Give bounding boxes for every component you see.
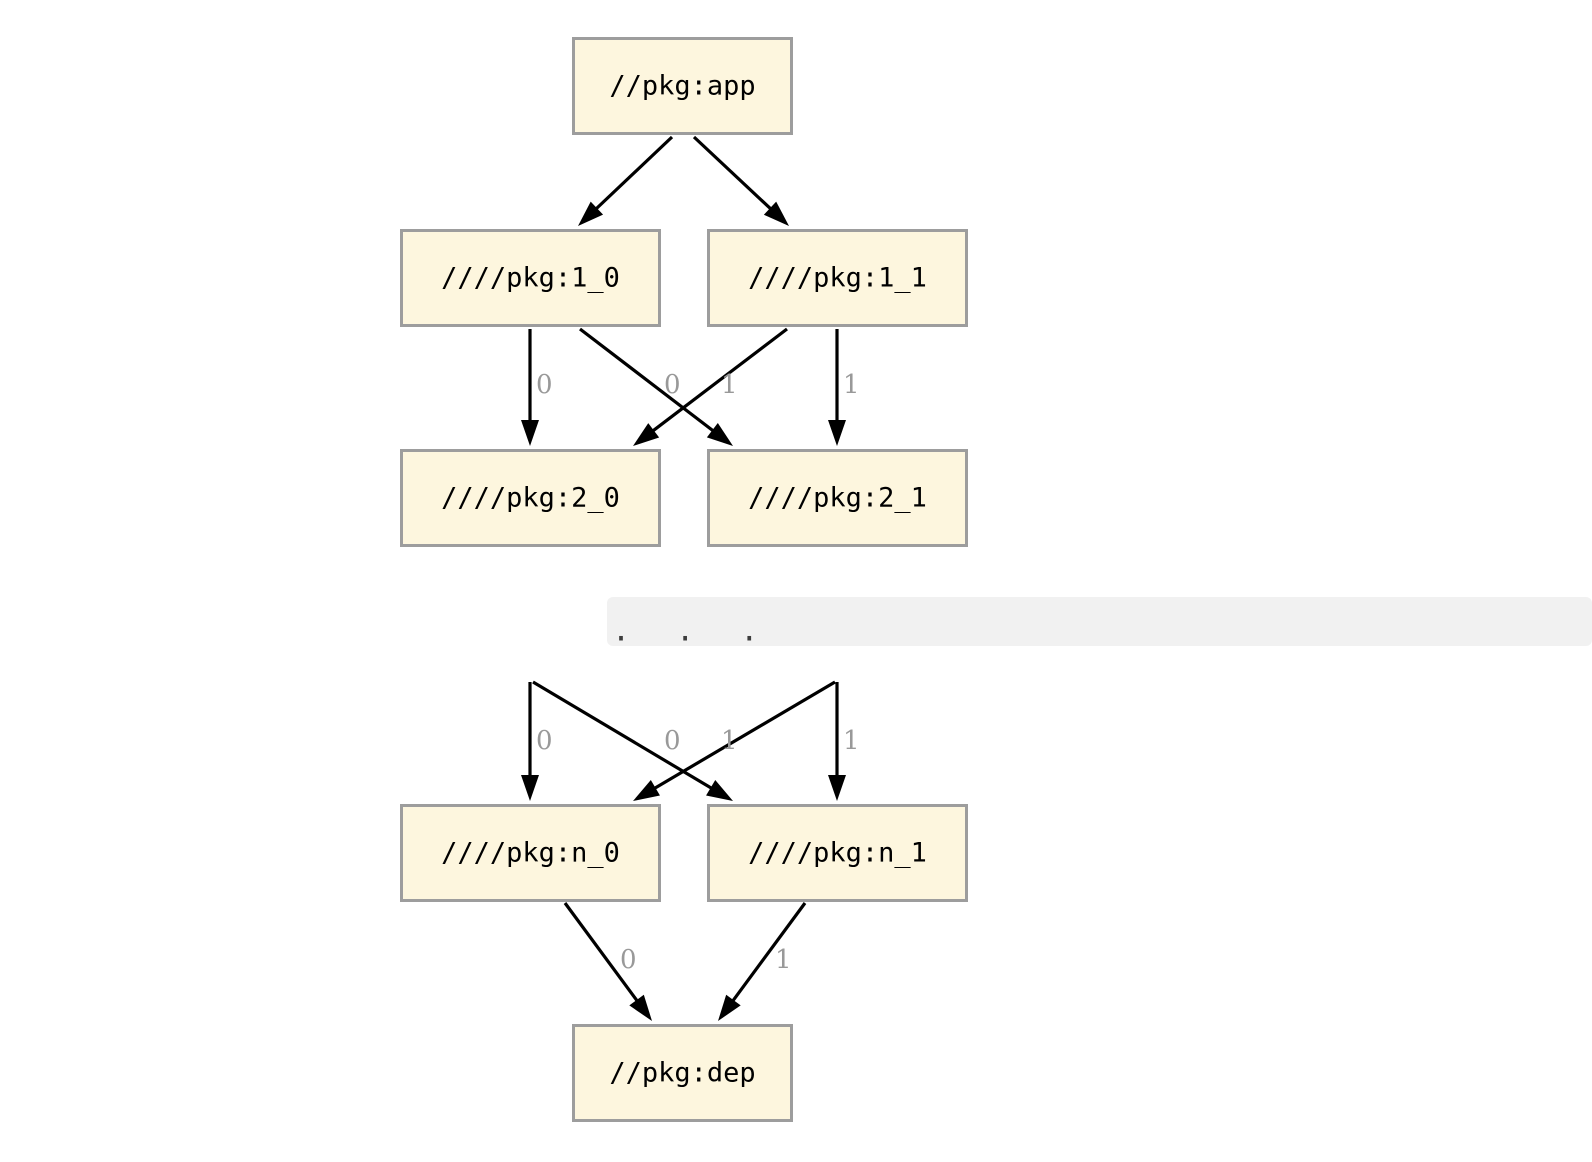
- edge-line: [579, 327, 717, 434]
- node-label: //pkg:dep: [609, 1058, 755, 1089]
- arrowhead-icon: [706, 423, 733, 446]
- arrowhead-icon: [521, 420, 539, 446]
- node-label: ////pkg:n_1: [748, 838, 927, 869]
- ellipsis-dots: . . .: [612, 614, 772, 649]
- node-box[interactable]: [707, 449, 968, 547]
- graph-node-nn_1[interactable]: ////pkg:n_1: [707, 804, 968, 902]
- ellipsis-separator: . . .: [607, 597, 1592, 649]
- edge-line: [651, 680, 836, 792]
- arrowhead-icon: [828, 775, 846, 801]
- graph-node-dep[interactable]: //pkg:dep: [572, 1024, 793, 1122]
- node-label: ////pkg:n_0: [441, 838, 620, 869]
- node-box[interactable]: [400, 449, 661, 547]
- arrowhead-icon: [828, 420, 846, 446]
- arrowhead-icon: [629, 994, 652, 1021]
- node-box[interactable]: [572, 1024, 793, 1122]
- node-box[interactable]: [707, 229, 968, 327]
- edge-label: 0: [664, 370, 681, 400]
- node-label: ////pkg:2_1: [748, 483, 927, 514]
- edge-line: [729, 902, 807, 1005]
- arrowhead-icon: [633, 780, 660, 801]
- ellipsis-band: [607, 597, 1592, 646]
- graph-node-n1_0[interactable]: ////pkg:1_0: [400, 229, 661, 327]
- edge-line: [532, 680, 715, 792]
- arrowhead-icon: [763, 201, 789, 226]
- graph-node-n1_1[interactable]: ////pkg:1_1: [707, 229, 968, 327]
- edge-label: 0: [664, 726, 681, 756]
- node-label: //pkg:app: [609, 71, 755, 102]
- edge-line: [692, 135, 775, 213]
- edge-label: 1: [721, 726, 738, 756]
- arrowhead-icon: [521, 775, 539, 801]
- arrowhead-icon: [706, 779, 733, 801]
- edge-label: 0: [536, 726, 553, 756]
- nodes-layer: //pkg:app ////pkg:1_0 ////pkg:1_1 ////pkg:2…: [400, 37, 968, 1122]
- graph-node-app[interactable]: //pkg:app: [572, 37, 793, 135]
- edge-line: [563, 902, 641, 1005]
- node-label: ////pkg:2_0: [441, 483, 620, 514]
- node-box[interactable]: [400, 804, 661, 902]
- edge-label: 1: [843, 370, 860, 400]
- arrowhead-icon: [578, 201, 604, 226]
- edge-line: [649, 327, 788, 434]
- node-box[interactable]: [707, 804, 968, 902]
- edge-label: 0: [536, 370, 553, 400]
- node-label: ////pkg:1_1: [748, 263, 927, 294]
- arrowhead-icon: [633, 423, 660, 446]
- graph-node-n2_0[interactable]: ////pkg:2_0: [400, 449, 661, 547]
- node-label: ////pkg:1_0: [441, 263, 620, 294]
- edges-layer: 0 0 1 1 0 0 1 1 0 1: [521, 135, 860, 1021]
- node-box[interactable]: [400, 229, 661, 327]
- node-box[interactable]: [572, 37, 793, 135]
- graph-node-nn_0[interactable]: ////pkg:n_0: [400, 804, 661, 902]
- edge-label: 1: [843, 726, 860, 756]
- graph-node-n2_1[interactable]: ////pkg:2_1: [707, 449, 968, 547]
- edge-line: [592, 135, 674, 213]
- arrowhead-icon: [718, 994, 741, 1021]
- edge-label: 1: [775, 945, 792, 975]
- edge-label: 0: [620, 945, 637, 975]
- edge-label: 1: [721, 370, 738, 400]
